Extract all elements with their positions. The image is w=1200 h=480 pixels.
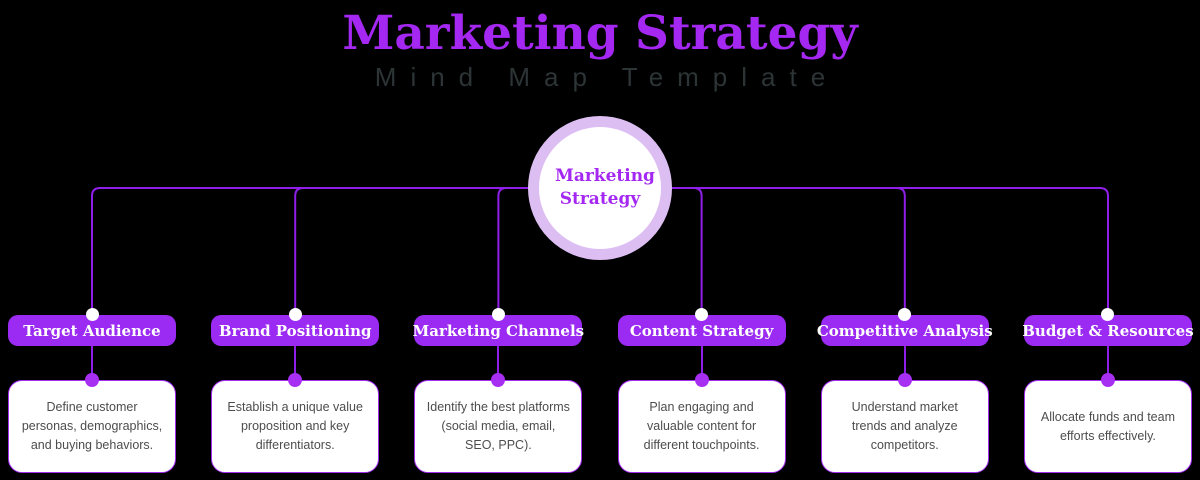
central-node-label: Marketing Strategy: [555, 166, 655, 209]
branch-title-label: Content Strategy: [629, 321, 774, 340]
branch-stem-line: [294, 346, 297, 382]
branch-title-pill[interactable]: Competitive Analysis: [817, 308, 993, 346]
branch-description-text: Understand market trends and analyze com…: [851, 400, 958, 452]
branch-brand-positioning: Brand Positioning Establish a unique val…: [211, 308, 380, 473]
branch-title-pill[interactable]: Marketing Channels: [412, 308, 585, 346]
branch-description-card[interactable]: Allocate funds and team efforts effectiv…: [1023, 373, 1192, 473]
connector-dot-purple: [694, 373, 709, 387]
branch-description-text: Identify the best platforms (social medi…: [426, 400, 570, 452]
branch-description-card[interactable]: Establish a unique value proposition and…: [211, 373, 380, 473]
branch-description-card[interactable]: Define customer personas, demographics, …: [8, 373, 176, 473]
connector-dot-purple: [491, 373, 506, 387]
branch-stem-line: [700, 346, 703, 382]
connector-dot-purple: [1100, 373, 1115, 387]
connector-dot-white: [288, 308, 302, 321]
branch-marketing-channels: Marketing Channels Identify the best pla…: [412, 308, 585, 473]
connector-dot-white: [85, 308, 99, 321]
connector-dot-white: [491, 308, 505, 321]
branch-target-audience: Target Audience Define customer personas…: [8, 308, 176, 473]
connector-dot-purple: [85, 373, 99, 387]
branch-description-text: Define customer personas, demographics, …: [21, 400, 163, 452]
branch-stem-line: [91, 346, 93, 382]
branch-title-pill[interactable]: Target Audience: [8, 308, 176, 346]
branch-title-pill[interactable]: Brand Positioning: [211, 308, 380, 346]
central-node[interactable]: Marketing Strategy: [528, 116, 672, 260]
branch-title-label: Marketing Channels: [412, 321, 585, 340]
connector-dot-white: [1101, 308, 1115, 321]
branch-content-strategy: Content Strategy Plan engaging and valua…: [617, 308, 786, 473]
page-subtitle: Mind Map Template: [374, 62, 840, 92]
page-title: Marketing Strategy: [342, 6, 858, 61]
branch-stem-line: [1106, 346, 1109, 382]
connector-dot-white: [695, 308, 709, 321]
branch-budget-resources: Budget & Resources Allocate funds and te…: [1022, 308, 1194, 473]
branch-row: Target Audience Define customer personas…: [8, 308, 1194, 473]
branch-description-text: Allocate funds and team efforts effectiv…: [1040, 409, 1175, 443]
branch-description-text: Establish a unique value proposition and…: [227, 400, 363, 452]
branch-title-label: Target Audience: [23, 321, 161, 340]
branch-title-pill[interactable]: Budget & Resources: [1022, 308, 1194, 346]
branch-stem-line: [497, 346, 500, 382]
branch-title-label: Competitive Analysis: [816, 321, 993, 340]
branch-description-card[interactable]: Understand market trends and analyze com…: [820, 373, 989, 473]
branch-description-card[interactable]: Identify the best platforms (social medi…: [414, 373, 583, 473]
branch-stem-line: [903, 346, 906, 382]
connector-dot-purple: [288, 373, 303, 387]
connector-dot-purple: [897, 373, 912, 387]
branch-competitive-analysis: Competitive Analysis Understand market t…: [817, 308, 993, 473]
branch-description-text: Plan engaging and valuable content for d…: [643, 400, 760, 452]
connector-dot-white: [898, 308, 912, 321]
branch-title-pill[interactable]: Content Strategy: [617, 308, 786, 346]
branch-title-label: Budget & Resources: [1022, 321, 1194, 340]
branch-title-label: Brand Positioning: [218, 321, 372, 340]
branch-description-card[interactable]: Plan engaging and valuable content for d…: [617, 373, 786, 473]
